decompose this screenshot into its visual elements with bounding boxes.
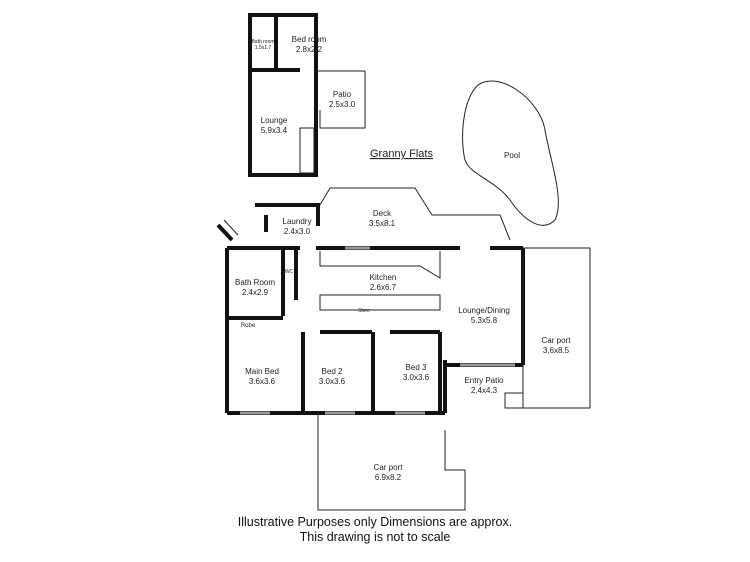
main-bed-label: Main Bed — [245, 367, 279, 376]
bed-2-label: Bed 2 — [322, 367, 343, 376]
bed-3-size: 3.0x3.6 — [403, 373, 430, 382]
carport-front-size: 6.9x8.2 — [375, 473, 402, 482]
carport-side-size: 3.6x8.5 — [543, 346, 570, 355]
granny-bathroom-label: Bath room — [251, 39, 274, 45]
main-bed-size: 3.6x3.6 — [249, 377, 276, 386]
wc-label: WC — [285, 269, 294, 275]
carport-front-label: Car port — [374, 463, 404, 472]
store-label: Store — [358, 308, 370, 314]
granny-flat — [248, 13, 366, 177]
granny-bathroom-size: 1.5x1.7 — [255, 45, 272, 51]
granny-bedroom-label: Bed room — [292, 35, 327, 44]
granny-bedroom-size: 2.8x2.2 — [296, 45, 323, 54]
bathroom-size: 2.4x2.9 — [242, 288, 269, 297]
granny-flats-title: Granny Flats — [370, 148, 433, 160]
entry-patio-size: 2.4x4.3 — [471, 386, 498, 395]
disclaimer-line-1: Illustrative Purposes only Dimensions ar… — [237, 515, 513, 529]
bed-3-label: Bed 3 — [406, 363, 427, 372]
laundry-size: 2.4x3.0 — [284, 227, 311, 236]
kitchen-label: Kitchen — [370, 273, 397, 282]
pool-label: Pool — [504, 151, 520, 160]
entry-patio-label: Entry Patio — [464, 376, 504, 385]
kitchen-size: 2.6x6.7 — [370, 283, 397, 292]
patio-size: 2.5x3.0 — [329, 100, 356, 109]
lounge-dining-size: 5.3x5.8 — [471, 316, 498, 325]
deck-size: 3.5x8.1 — [369, 219, 396, 228]
robe-label: Robe — [241, 323, 256, 329]
carport-side-outline — [522, 247, 591, 409]
house-walls — [216, 203, 525, 415]
bed-2-size: 3.0x3.6 — [319, 377, 346, 386]
carport-side-label: Car port — [542, 336, 572, 345]
lounge-dining-label: Lounge/Dining — [458, 306, 510, 315]
pool-outline — [462, 80, 559, 226]
entry-steps — [504, 392, 524, 409]
deck-label: Deck — [373, 209, 392, 218]
granny-lounge-label: Lounge — [261, 116, 288, 125]
deck-outline — [319, 187, 511, 241]
patio-label: Patio — [333, 90, 352, 99]
bathroom-label: Bath Room — [235, 278, 275, 287]
granny-lounge-size: 5.9x3.4 — [261, 126, 288, 135]
disclaimer-line-2: This drawing is not to scale — [299, 530, 451, 544]
carport-front-outline — [317, 413, 466, 511]
laundry-label: Laundry — [283, 217, 312, 226]
